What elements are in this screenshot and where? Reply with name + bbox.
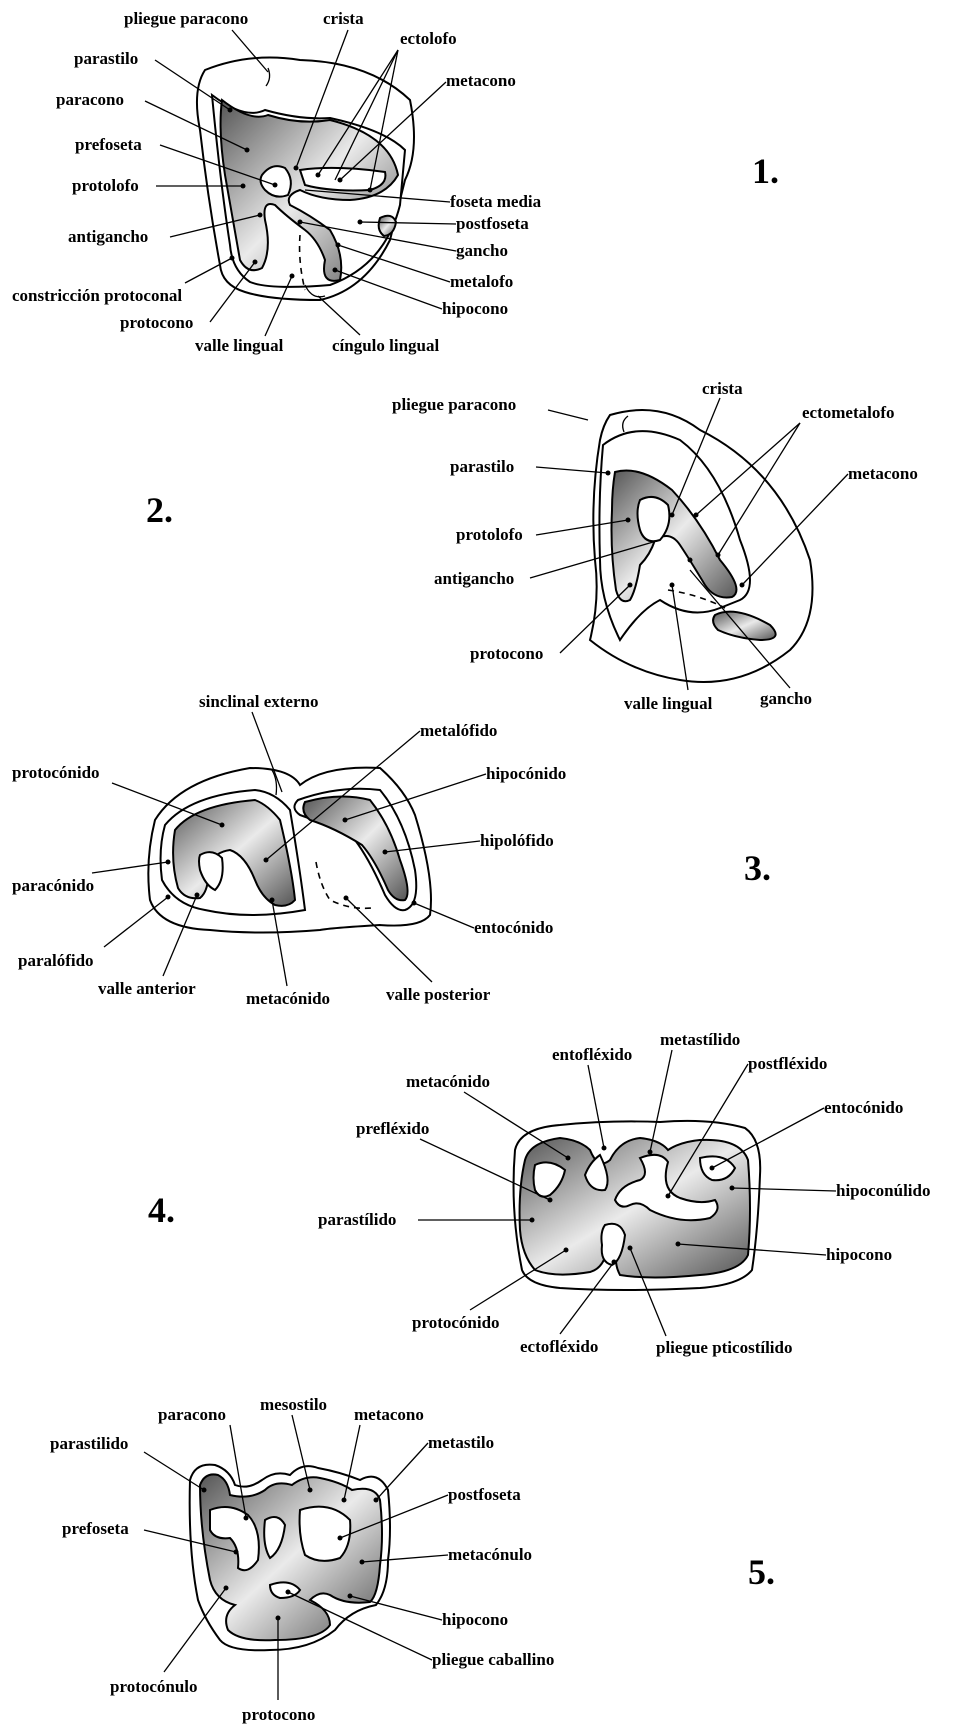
label-metalofido: metalófido bbox=[420, 721, 497, 740]
label-pliegue-caballino: pliegue caballino bbox=[432, 1650, 554, 1669]
label-metacono-5: metacono bbox=[354, 1405, 424, 1424]
label-constriccion-protoconal: constricción protoconal bbox=[12, 286, 182, 305]
label-metalofo: metalofo bbox=[450, 272, 513, 291]
label-paracono-5: paracono bbox=[158, 1405, 226, 1424]
figure-5: mesostilo paracono metacono parastilido … bbox=[50, 1395, 775, 1724]
label-antigancho: antigancho bbox=[68, 227, 148, 246]
label-sinclinal-externo: sinclinal externo bbox=[199, 692, 318, 711]
label-hipoconido: hipocónido bbox=[486, 764, 566, 783]
label-hipoconulido: hipoconúlido bbox=[836, 1181, 931, 1200]
label-valle-lingual-2: valle lingual bbox=[624, 694, 713, 713]
label-metaconido-4: metacónido bbox=[406, 1072, 490, 1091]
label-crista-2: crista bbox=[702, 379, 743, 398]
label-metaconulo: metacónulo bbox=[448, 1545, 532, 1564]
label-hipocono-5: hipocono bbox=[442, 1610, 508, 1629]
label-protoconido: protocónido bbox=[12, 763, 100, 782]
label-paracono: paracono bbox=[56, 90, 124, 109]
label-ectoflexido: ectofléxido bbox=[520, 1337, 598, 1356]
label-metaconido: metacónido bbox=[246, 989, 330, 1008]
label-prefoseta-5: prefoseta bbox=[62, 1519, 129, 1538]
label-postfoseta: postfoseta bbox=[456, 214, 529, 233]
label-protoconido-4: protocónido bbox=[412, 1313, 500, 1332]
figure-3: sinclinal externo metalófido protocónido… bbox=[12, 692, 771, 1008]
label-foseta-media: foseta media bbox=[450, 192, 542, 211]
tooth-3-drawing bbox=[148, 768, 431, 933]
label-protocono: protocono bbox=[120, 313, 193, 332]
label-crista: crista bbox=[323, 9, 364, 28]
figure-number-4: 4. bbox=[148, 1190, 175, 1230]
label-protolofo-2: protolofo bbox=[456, 525, 523, 544]
label-gancho-2: gancho bbox=[760, 689, 812, 708]
label-entoflexido: entofléxido bbox=[552, 1045, 632, 1064]
label-pliegue-paracono-2: pliegue paracono bbox=[392, 395, 516, 414]
label-valle-posterior: valle posterior bbox=[386, 985, 491, 1004]
figure-2: pliegue paracono crista ectometalofo met… bbox=[146, 379, 918, 713]
label-postflexido: postfléxido bbox=[748, 1054, 827, 1073]
figure-number-1: 1. bbox=[752, 151, 779, 191]
label-cingulo-lingual: cíngulo lingual bbox=[332, 336, 440, 355]
figure-4: entofléxido metastílido postfléxido meta… bbox=[148, 1030, 931, 1357]
figure-number-2: 2. bbox=[146, 490, 173, 530]
label-hipocono: hipocono bbox=[442, 299, 508, 318]
label-gancho: gancho bbox=[456, 241, 508, 260]
label-entoconido: entocónido bbox=[474, 918, 553, 937]
tooth-5-drawing bbox=[190, 1465, 390, 1651]
label-protocono-2: protocono bbox=[470, 644, 543, 663]
label-parastilo: parastilo bbox=[74, 49, 138, 68]
label-pliegue-pticostilido: pliegue pticostílido bbox=[656, 1338, 792, 1357]
label-paraconido: paracónido bbox=[12, 876, 94, 895]
label-postfoseta-5: postfoseta bbox=[448, 1485, 521, 1504]
figure-1: pliegue paracono crista ectolofo metacon… bbox=[12, 9, 779, 355]
label-protocono-5: protocono bbox=[242, 1705, 315, 1724]
figure-number-5: 5. bbox=[748, 1552, 775, 1592]
label-valle-lingual: valle lingual bbox=[195, 336, 284, 355]
label-protoconulo: protocónulo bbox=[110, 1677, 198, 1696]
label-metastilido: metastílido bbox=[660, 1030, 740, 1049]
label-ectometalofo: ectometalofo bbox=[802, 403, 895, 422]
label-paralofido: paralófido bbox=[18, 951, 94, 970]
label-prefoseta: prefoseta bbox=[75, 135, 142, 154]
label-preflexido: prefléxido bbox=[356, 1119, 429, 1138]
label-valle-anterior: valle anterior bbox=[98, 979, 196, 998]
label-pliegue-paracono: pliegue paracono bbox=[124, 9, 248, 28]
label-metacono: metacono bbox=[446, 71, 516, 90]
label-hipocono-4: hipocono bbox=[826, 1245, 892, 1264]
label-mesostilo: mesostilo bbox=[260, 1395, 327, 1414]
label-metacono-2: metacono bbox=[848, 464, 918, 483]
label-ectolofo: ectolofo bbox=[400, 29, 457, 48]
label-parastilido-5: parastilido bbox=[50, 1434, 128, 1453]
label-antigancho-2: antigancho bbox=[434, 569, 514, 588]
tooth-1-drawing bbox=[197, 58, 414, 300]
label-metastilo: metastilo bbox=[428, 1433, 494, 1452]
label-hipolofido: hipolófido bbox=[480, 831, 554, 850]
label-entoconido-4: entocónido bbox=[824, 1098, 903, 1117]
label-parastilido-4: parastílido bbox=[318, 1210, 396, 1229]
label-parastilo-2: parastilo bbox=[450, 457, 514, 476]
figure-number-3: 3. bbox=[744, 848, 771, 888]
label-protolofo: protolofo bbox=[72, 176, 139, 195]
